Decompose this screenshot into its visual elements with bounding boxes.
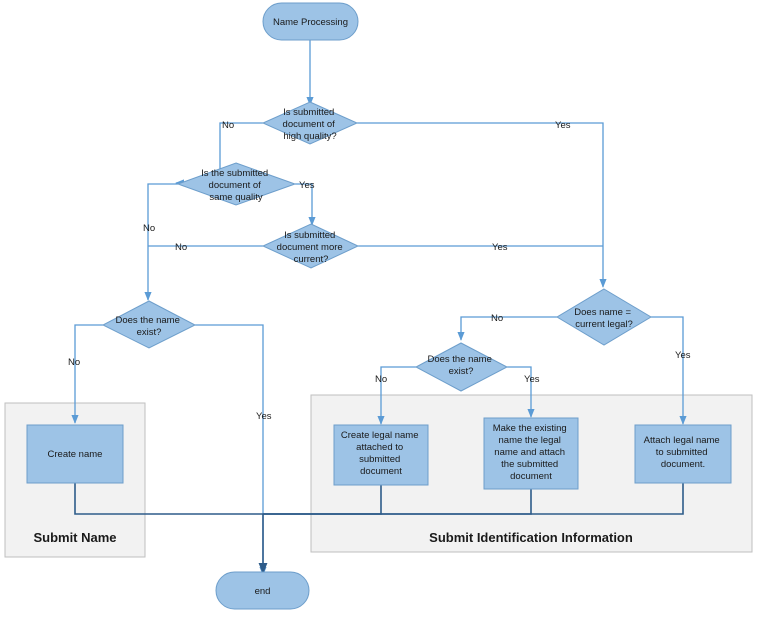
- decision-high-quality-text: Is submitted document of high quality?: [283, 107, 338, 142]
- decision-same-quality: [176, 162, 297, 206]
- end-label: end: [255, 586, 271, 597]
- label-no-4: No: [68, 357, 80, 368]
- process-make-existing-legal: [483, 417, 579, 490]
- label-yes-5: Yes: [675, 350, 691, 361]
- label-no-3: No: [175, 242, 187, 253]
- label-no-6: No: [375, 374, 387, 385]
- decision-same-quality-text: Is the submitted document of same qualit…: [201, 168, 271, 203]
- label-yes-4: Yes: [256, 411, 272, 422]
- label-no-1: No: [222, 120, 234, 131]
- decision-current-legal-text: Does name = current legal?: [574, 307, 633, 330]
- label-yes-2: Yes: [299, 180, 315, 191]
- connector-quality-yes: [357, 122, 607, 288]
- connector-same-yes: [295, 183, 316, 226]
- label-yes-6: Yes: [524, 374, 540, 385]
- process-attach-legal-name-text: Attach legal name to submitted document.: [644, 435, 723, 470]
- connector-attach-legal-return: [263, 483, 684, 515]
- decision-name-exist-left-text: Does the name exist?: [115, 315, 182, 338]
- decision-more-current-text: Is submitted document more current?: [277, 230, 346, 265]
- label-no-2: No: [143, 223, 155, 234]
- connector-exist-left-yes: [195, 324, 267, 576]
- process-attach-legal-name: [634, 424, 732, 484]
- decision-name-exist-right-text: Does the name exist?: [427, 354, 494, 377]
- label-no-5: No: [491, 313, 503, 324]
- process-create-legal-name-text: Create legal name attached to submitted …: [341, 430, 421, 477]
- connector-exist-left-no: [71, 324, 103, 424]
- label-yes-3: Yes: [492, 242, 508, 253]
- connector-exist-right-yes: [507, 366, 535, 418]
- decision-current-legal: [556, 288, 652, 346]
- process-create-legal-name: [333, 424, 429, 486]
- end-terminator: [215, 571, 310, 610]
- connector-exist-right-no: [377, 366, 416, 425]
- group-submit-name-label: Submit Name: [33, 530, 116, 545]
- decision-name-exist-right: [414, 342, 509, 392]
- process-create-name: [26, 424, 124, 484]
- connector-legal-yes: [651, 316, 687, 425]
- start-terminator: [262, 2, 359, 41]
- label-yes-1: Yes: [555, 120, 571, 131]
- decision-name-exist-left: [101, 300, 197, 349]
- process-create-name-text: Create name: [48, 449, 103, 460]
- connector-legal-no: [457, 316, 557, 341]
- process-make-existing-legal-text: Make the existing name the legal name an…: [493, 423, 570, 482]
- group-submit-identification-label: Submit Identification Information: [429, 530, 633, 545]
- decision-high-quality: [261, 101, 359, 145]
- start-label: Name Processing: [273, 17, 348, 28]
- decision-more-current: [261, 223, 360, 269]
- connector-create-name-return: [74, 483, 263, 515]
- connector-same-no: [144, 183, 178, 301]
